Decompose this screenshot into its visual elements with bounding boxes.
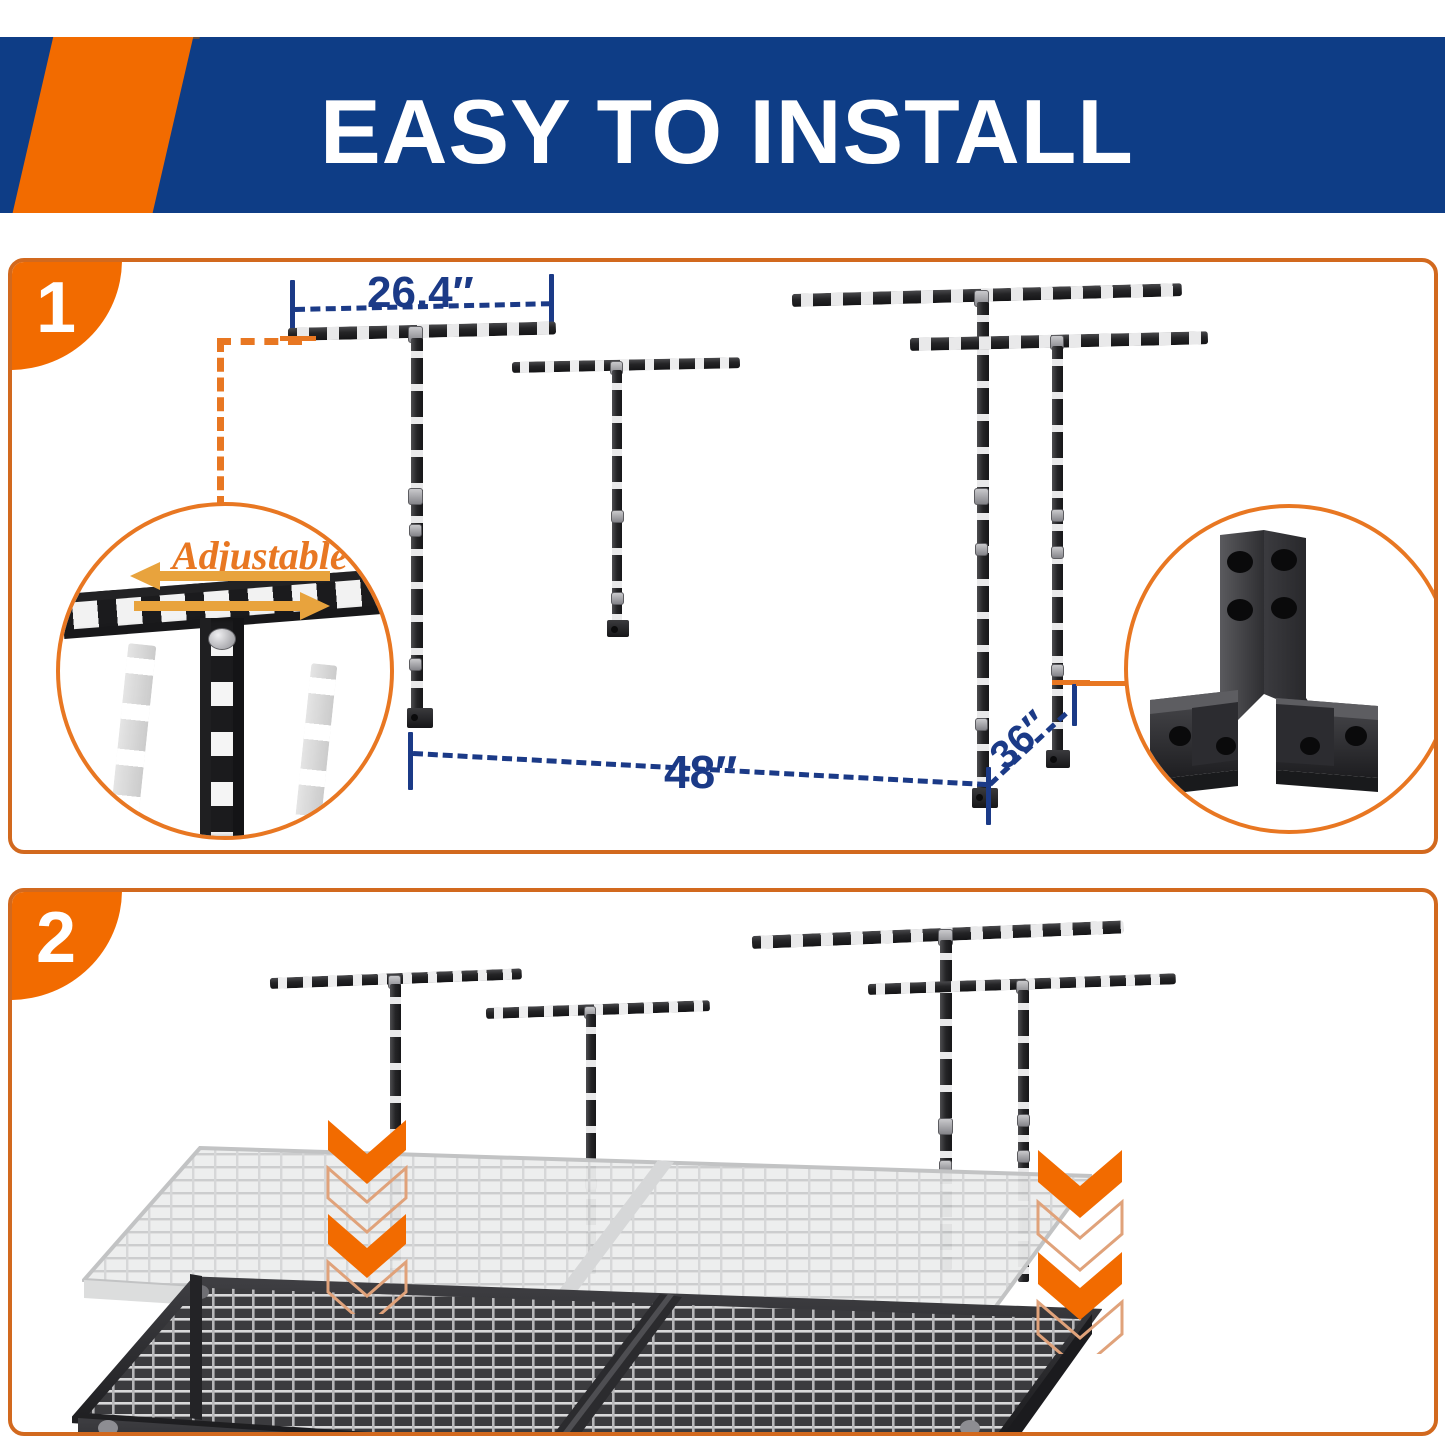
dim-label-48: 48″ [664, 746, 738, 798]
bracket-leader-line [1076, 681, 1128, 686]
ghost-post-right [292, 663, 338, 836]
bracket-callout-circle [1124, 504, 1434, 834]
hanger-b-foot [607, 620, 629, 637]
page-title: EASY TO INSTALL [320, 82, 1134, 183]
chevron-down-outline-2 [326, 1258, 408, 1314]
dim-tick-right-36-upper [1072, 684, 1077, 726]
step2-hanger-d-post [1018, 990, 1029, 1282]
dim-tick-left-26 [290, 280, 295, 332]
hanger-d-orange-tip [1052, 680, 1090, 685]
adjustable-post-edge [200, 618, 211, 836]
step-2-badge: 2 [12, 892, 122, 1000]
adjustable-callout-circle: Adjustable [56, 502, 394, 840]
step-1-badge: 1 [12, 262, 122, 370]
step-2-panel: 2 [8, 888, 1438, 1436]
hanger-b-nut-1 [611, 510, 624, 523]
adjustable-double-arrow-icon [130, 562, 330, 620]
dim-tick-right-36-lower [986, 767, 991, 825]
chevron-down-solid-4 [1038, 1252, 1122, 1320]
hanger-c-foot [972, 788, 998, 808]
hanger-a-nut-2 [409, 524, 422, 537]
adjustable-leader-horizontal [217, 338, 302, 345]
dim-tick-right-26 [549, 274, 554, 326]
hanger-c-nut-1 [974, 488, 989, 505]
t-bracket-illustration [1150, 530, 1378, 796]
chevron-down-outline-3 [1036, 1198, 1124, 1272]
chevron-down-solid-1 [328, 1120, 406, 1184]
hanger-d-foot [1046, 750, 1070, 768]
hanger-d-nut-3 [1051, 664, 1064, 677]
hanger-c-nut-2 [975, 543, 988, 556]
adjustable-label: Adjustable [172, 533, 348, 578]
adjustable-bolt [208, 628, 236, 650]
shelf-deck [72, 1274, 1102, 1432]
chevron-down-outline-1 [326, 1164, 408, 1234]
hanger-c-nut-3 [975, 718, 988, 731]
chevron-down-solid-2 [328, 1214, 406, 1278]
hanger-a-nut-3 [409, 658, 422, 671]
hanger-b-nut-2 [611, 592, 624, 605]
step2-hanger-d-nut-2 [1017, 1150, 1030, 1163]
step2-hanger-b-crossbar [485, 1000, 711, 1019]
header-banner: EASY TO INSTALL [0, 37, 1445, 213]
chevron-down-outline-4 [1036, 1298, 1124, 1354]
banner-blue-bar [0, 37, 1445, 213]
adjustable-leader-vertical [217, 338, 224, 510]
hanger-a-nut-1 [408, 488, 423, 505]
step2-hanger-c-nut-1 [938, 1118, 953, 1135]
dim-label-26: 26.4″ [367, 268, 474, 317]
hanger-d-nut-1 [1051, 509, 1064, 522]
dim-tick-left-48 [408, 732, 413, 790]
arrow-group-left [326, 1120, 408, 1314]
hanger-a-foot [407, 708, 433, 728]
step2-hanger-d-nut-1 [1017, 1114, 1030, 1127]
ghost-post-left [107, 643, 157, 836]
adjustable-post-edge-right [233, 618, 244, 836]
hanger-d-nut-2 [1051, 546, 1064, 559]
hanger-b-crossbar [511, 357, 741, 373]
step-1-panel: 1 26.4″ [8, 258, 1438, 854]
step2-hanger-b-post [586, 1014, 596, 1274]
hanger-b-post [612, 370, 622, 625]
chevron-down-solid-3 [1038, 1150, 1122, 1218]
arrow-group-right [1036, 1150, 1124, 1354]
